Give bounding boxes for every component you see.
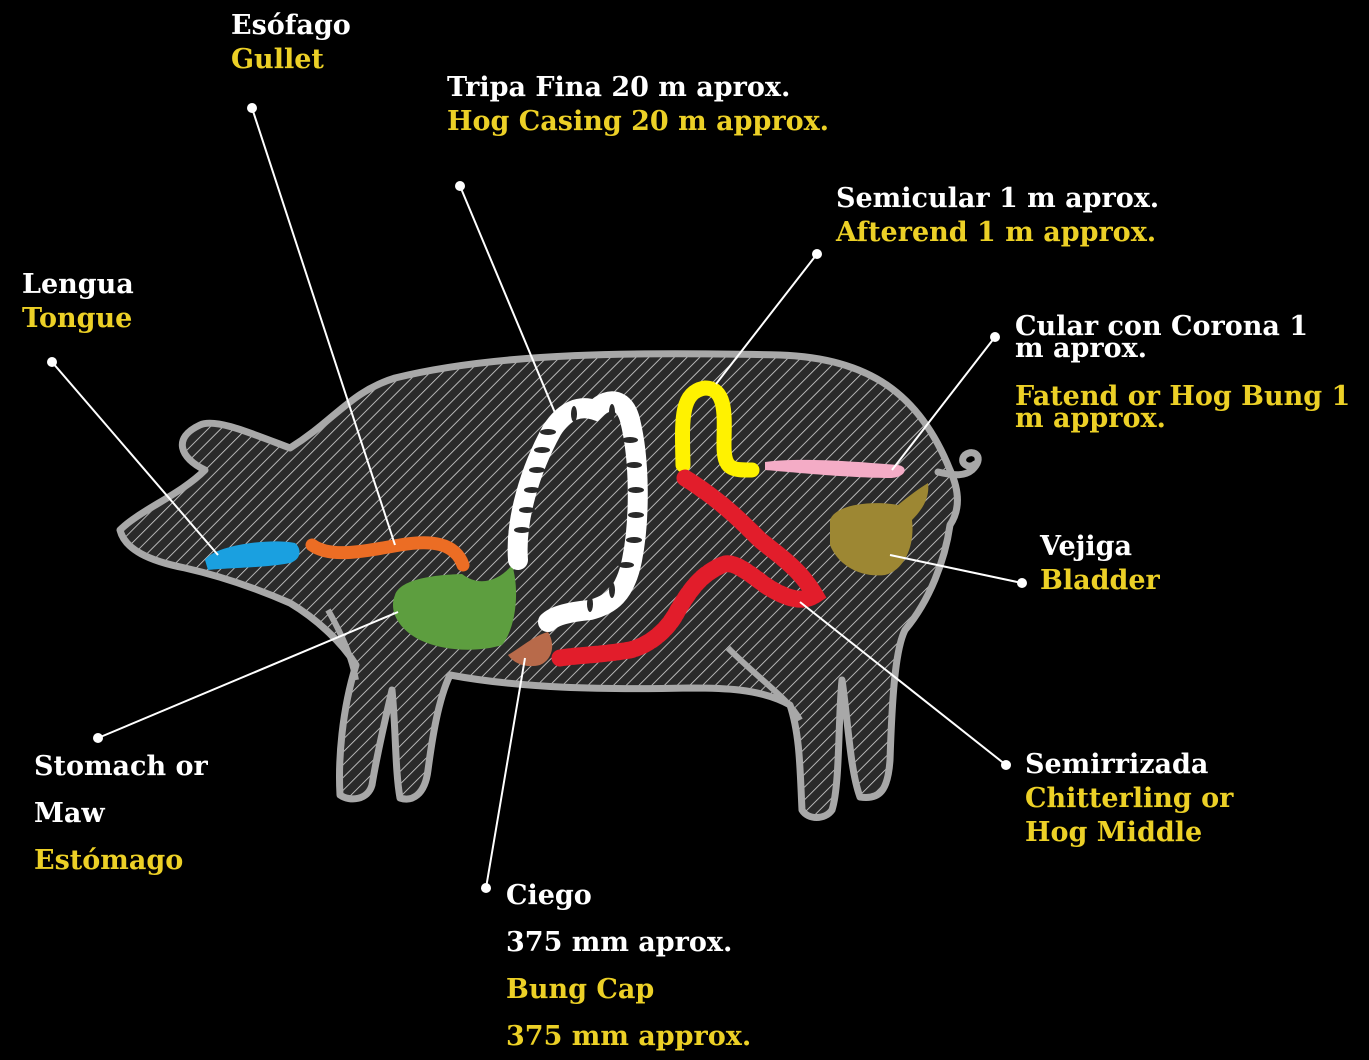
hog-casing-label-en: Hog Casing 20 m approx.	[447, 105, 829, 139]
chitterling-label-en-line2: Hog Middle	[1025, 816, 1233, 850]
bung-cap-label: Ciego 375 mm aprox. Bung Cap 375 mm appr…	[506, 872, 751, 1060]
bladder-label-es: Vejiga	[1040, 530, 1160, 564]
gullet-label-es: Esófago	[231, 9, 351, 43]
tongue-label: Lengua Tongue	[22, 268, 134, 336]
hog-casing-label-es: Tripa Fina 20 m aprox.	[447, 71, 829, 105]
gullet-label: Esófago Gullet	[231, 9, 351, 77]
bladder-label-en: Bladder	[1040, 564, 1160, 598]
afterend-label-es: Semicular 1 m aprox.	[836, 182, 1159, 216]
stomach-label-line2: Maw	[34, 790, 208, 837]
afterend-label-en: Afterend 1 m approx.	[836, 216, 1159, 250]
afterend-label: Semicular 1 m aprox. Afterend 1 m approx…	[836, 182, 1159, 250]
chitterling-label: Semirrizada Chitterling or Hog Middle	[1025, 748, 1233, 850]
stomach-label-line1: Stomach or	[34, 743, 208, 790]
bladder-label: Vejiga Bladder	[1040, 530, 1160, 598]
chitterling-label-es: Semirrizada	[1025, 748, 1233, 782]
leader-bung-cap	[486, 658, 525, 888]
stomach-label: Stomach or Maw Estómago	[34, 743, 208, 884]
bung-cap-label-en-size: 375 mm approx.	[506, 1013, 751, 1060]
bung-cap-label-en: Bung Cap	[506, 966, 751, 1013]
tongue-label-en: Tongue	[22, 302, 134, 336]
hog-casing-label: Tripa Fina 20 m aprox. Hog Casing 20 m a…	[447, 71, 829, 139]
bung-cap-label-es-size: 375 mm aprox.	[506, 919, 751, 966]
gullet-label-en: Gullet	[231, 43, 351, 77]
bung-cap-label-es: Ciego	[506, 872, 751, 919]
tongue-label-es: Lengua	[22, 268, 134, 302]
chitterling-label-en-line1: Chitterling or	[1025, 782, 1233, 816]
fatend-label: Cular con Corona 1 m aprox. Fatend or Ho…	[1015, 316, 1350, 430]
stomach-label-line3: Estómago	[34, 837, 208, 884]
